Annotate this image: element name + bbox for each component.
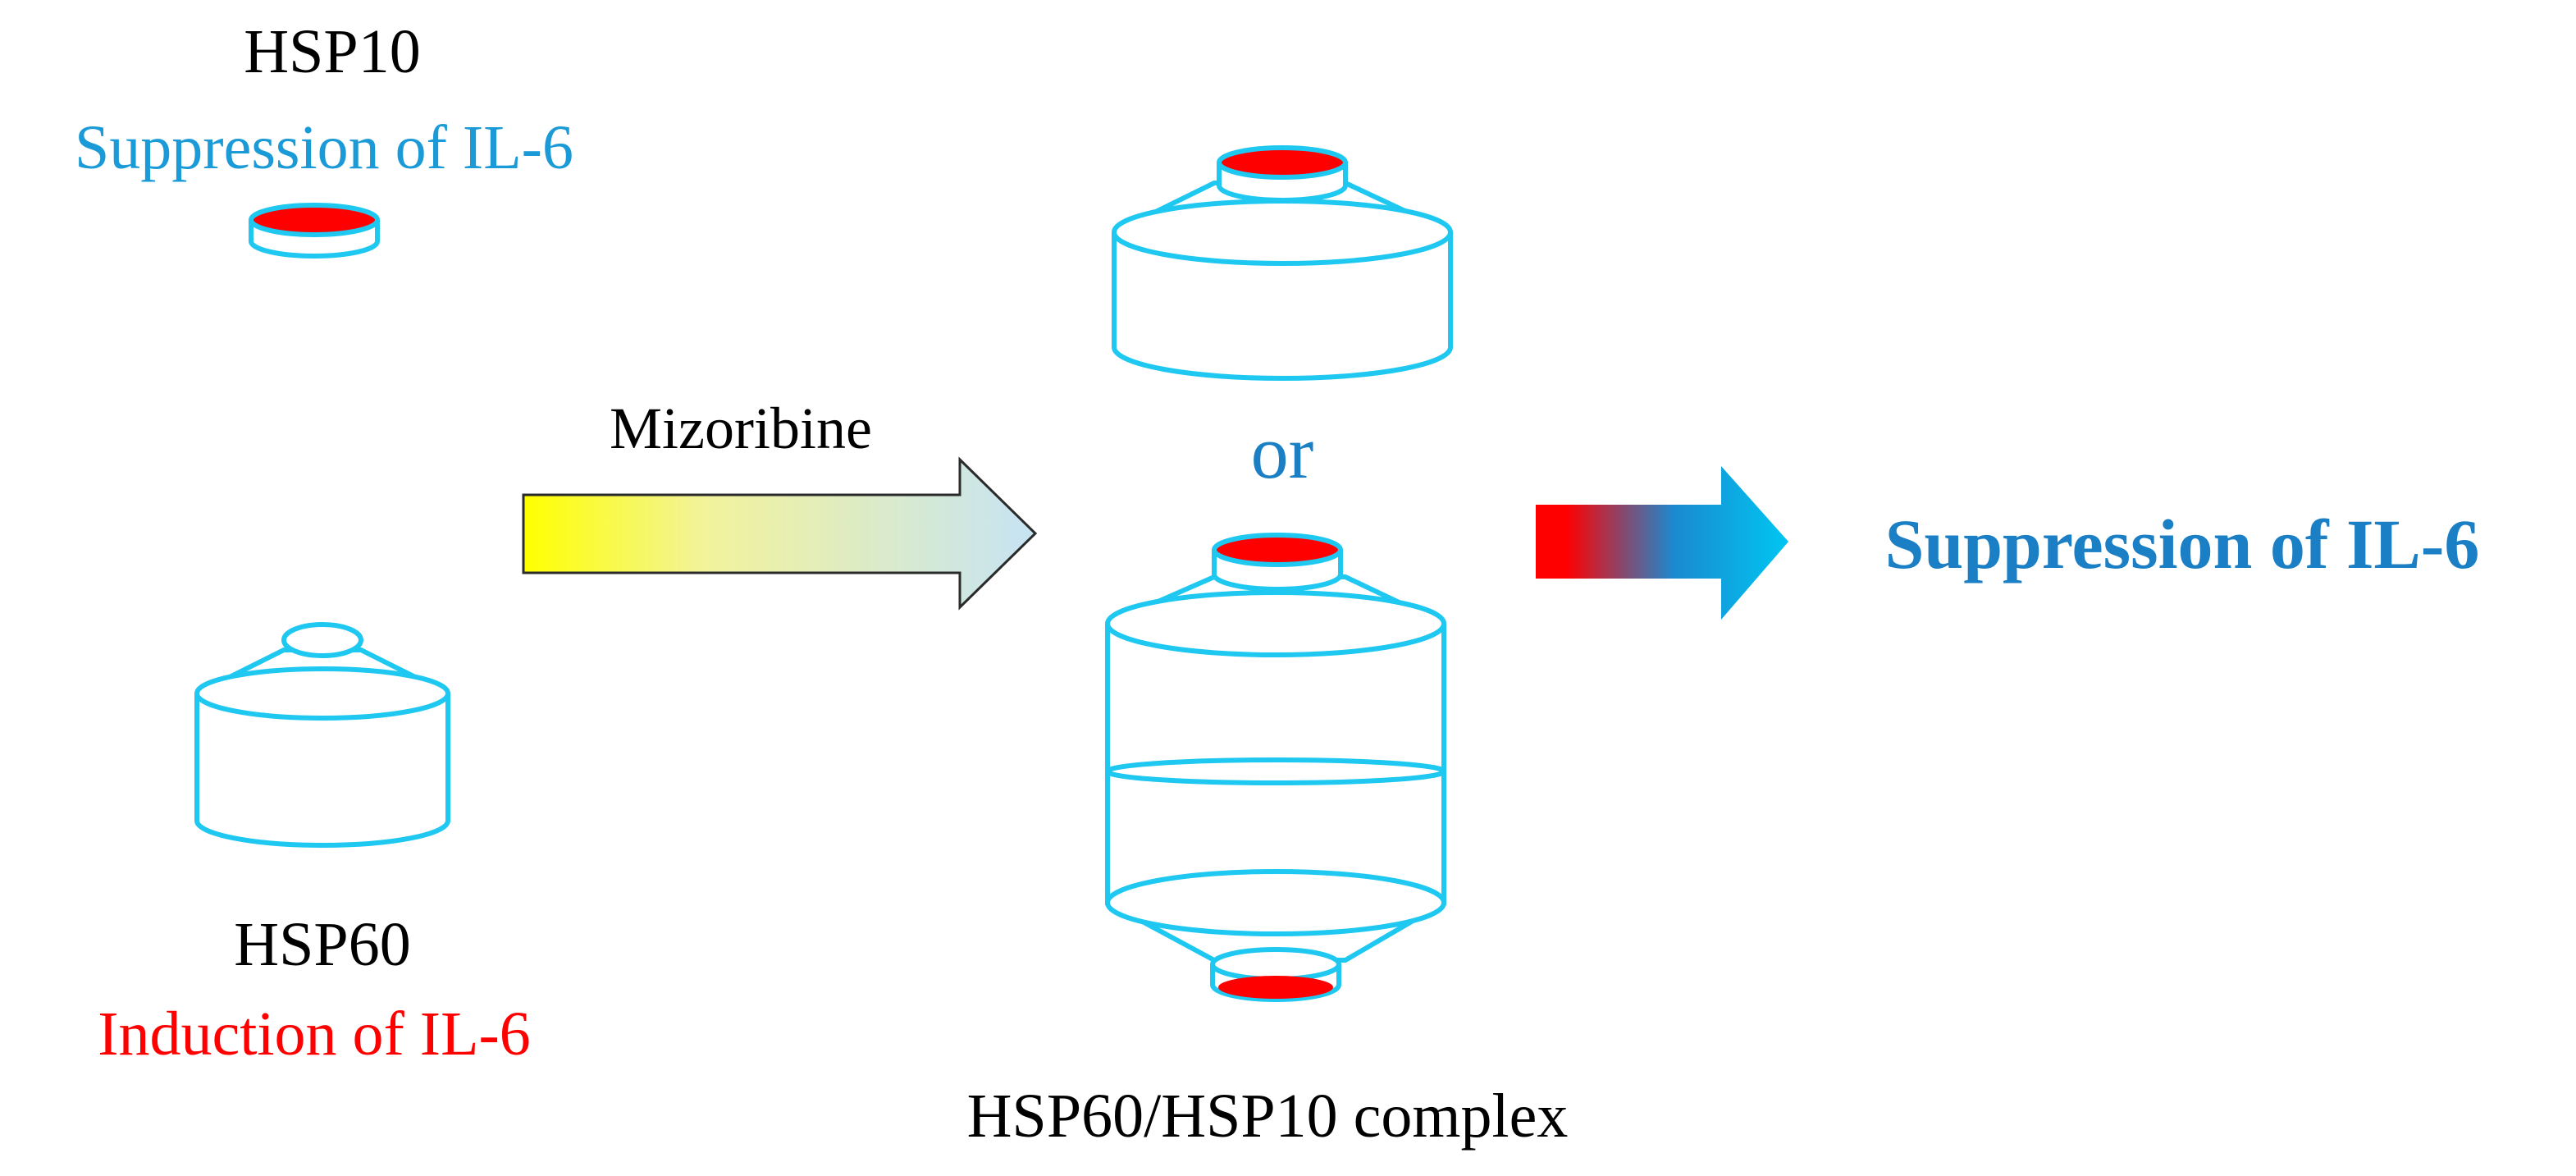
hsp10-disc-icon <box>249 203 380 259</box>
or-label: or <box>1251 410 1314 494</box>
mizoribine-arrow-icon <box>522 456 1038 611</box>
hsp60-name: HSP60 <box>234 910 410 979</box>
result-arrow-icon <box>1536 466 1788 620</box>
hsp10-effect: Suppression of IL-6 <box>75 113 573 182</box>
hsp60-barrel-icon <box>194 622 450 848</box>
hsp10-name: HSP10 <box>244 17 420 86</box>
complex-caption: HSP60/HSP10 complex <box>967 1082 1569 1151</box>
treatment-label: Mizoribine <box>610 396 872 461</box>
hsp60-effect: Induction of IL-6 <box>98 1000 531 1068</box>
complex-football-icon <box>1105 533 1446 1002</box>
complex-bullet-icon <box>1112 145 1453 381</box>
result-label: Suppression of IL-6 <box>1885 505 2480 583</box>
